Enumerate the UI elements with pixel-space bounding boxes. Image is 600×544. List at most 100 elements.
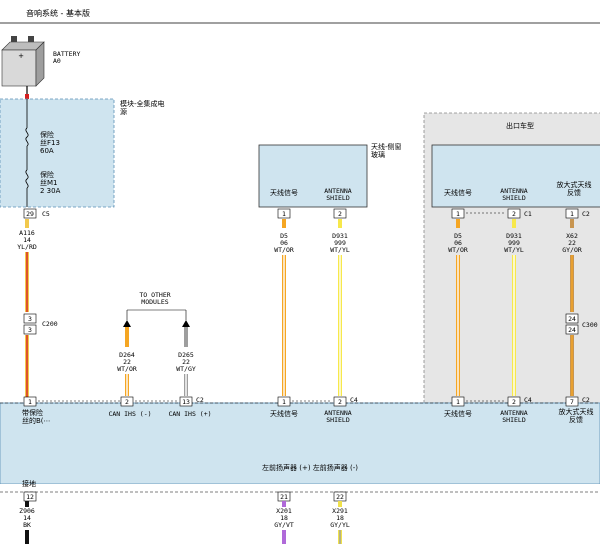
wire-a116-id: A116: [19, 229, 35, 237]
radio-antenna-signal: 天线信号: [270, 409, 298, 418]
fuse-m1-rating: 2 30A: [40, 187, 61, 195]
export-wire-d5-stripe: [457, 255, 459, 396]
wire-d931-color: WT/YL: [330, 246, 350, 254]
radio-pin-1: [23, 396, 37, 407]
pin-2: [333, 208, 347, 219]
connector-c4b-label: C4: [524, 396, 532, 404]
wire-z906-gauge: 14: [23, 514, 31, 522]
pin-24-bottom-label: 24: [568, 326, 576, 334]
pin-c200-bottom-label: 3: [28, 326, 32, 334]
wire-d265-id: D265: [178, 351, 194, 359]
radio-shield-1: ANTENNA: [324, 409, 351, 417]
wire-d5-gauge: 06: [280, 239, 288, 247]
power-module-box: [0, 98, 115, 208]
wire-x201: [282, 530, 286, 544]
power-module-name-1: 模块-全集成电: [120, 99, 165, 108]
ground-label: 接地: [22, 479, 36, 488]
radio-pin-1c-label: 1: [456, 398, 460, 406]
wire-z906-id: Z906: [19, 507, 35, 515]
export-wire-d5-id: D5: [454, 232, 462, 240]
export-wire-d5-color: WT/OR: [448, 246, 468, 254]
connector-c1-label: C1: [524, 210, 532, 218]
export-pin-1b-label: 1: [570, 210, 574, 218]
wire-x62-stripe: [571, 255, 573, 312]
export-amp-1: 放大式天线: [557, 180, 592, 189]
fuse-m1-icon: [25, 169, 29, 189]
radio-speakers: 左前扬声器 (+) 左前扬声器 (-): [262, 463, 358, 472]
power-module-name-2: 源: [120, 107, 127, 116]
wire-z906-stub: [25, 501, 29, 507]
battery-plus-sign: +: [18, 52, 24, 60]
pin-24-bottom: [565, 324, 579, 335]
wire-d931-gauge: 999: [334, 239, 346, 247]
wire-z906-color: BK: [23, 521, 31, 529]
pin-21-label: 21: [280, 493, 288, 501]
connector-c2-top-label: C2: [582, 210, 590, 218]
export-shield-2: SHIELD: [502, 194, 526, 202]
wire-d5-id: D5: [280, 232, 288, 240]
export-pin-1-label: 1: [456, 210, 460, 218]
radio-pin-1-label: 1: [28, 398, 32, 406]
wire-z906: [25, 530, 29, 544]
connector-c5-label: C5: [42, 210, 50, 218]
wire-x291-gauge: 18: [336, 514, 344, 522]
wire-d931-stripe: [339, 255, 341, 396]
wire-d264-id: D264: [119, 351, 135, 359]
pin-24-top-label: 24: [568, 315, 576, 323]
wire-x291-color: GY/YL: [330, 521, 350, 529]
pin-2-label: 2: [338, 210, 342, 218]
wire-d265-gauge: 22: [182, 358, 190, 366]
wire-d265-upper: [184, 327, 188, 347]
wire-d264-color: WT/OR: [117, 365, 137, 373]
radio-fused-b-1: 带保险: [22, 408, 43, 417]
export-wire-d5-gauge: 06: [454, 239, 462, 247]
wire-x62-color: GY/OR: [562, 246, 582, 254]
radio-pin-13: [179, 396, 193, 407]
wire-a116-stub: [25, 219, 29, 228]
battery-icon: [1, 36, 45, 87]
connector-c2-label: C2: [196, 396, 204, 404]
radio-pin-1b: [277, 396, 291, 407]
export-wire-d931-stripe: [513, 255, 515, 396]
pin-29: [23, 208, 37, 219]
wire-d5-color: WT/OR: [274, 246, 294, 254]
radio-amp-2: 反馈: [569, 415, 583, 424]
wire-d5-stub: [282, 219, 286, 228]
wire-a116-gauge: 14: [23, 236, 31, 244]
radio-pin-2: [120, 396, 134, 407]
radio-pin-2-label: 2: [125, 398, 129, 406]
battery-connector: [25, 94, 29, 99]
export-wire-d5-stub: [456, 219, 460, 228]
fuse-m1-label-2: 丝M1: [40, 178, 58, 187]
export-pin-2: [507, 208, 521, 219]
pin-c200-bottom: [23, 324, 37, 335]
export-antenna-box: [431, 144, 600, 208]
radio-antenna-signal-2: 天线信号: [444, 409, 472, 418]
battery-sub-label: A0: [53, 57, 61, 65]
pin-29-label: 29: [26, 210, 34, 218]
radio-pin-2c: [507, 396, 521, 407]
antenna-window-name-1: 天线-侧窗: [371, 142, 402, 151]
export-wire-d931-id: D931: [506, 232, 522, 240]
wire-d931-stub: [338, 219, 342, 228]
radio-pin-2b: [333, 396, 347, 407]
radio-amp-1: 放大式天线: [559, 407, 594, 416]
radio-pin-2c-label: 2: [512, 398, 516, 406]
connector-c2b-label: C2: [582, 396, 590, 404]
export-pin-1b: [565, 208, 579, 219]
radio-pin-7-label: 7: [570, 398, 574, 406]
wire-a116-color: YL/RD: [17, 243, 37, 251]
export-amp-2: 反馈: [567, 188, 581, 197]
wire-x62-lower-stripe: [571, 335, 573, 396]
fuse-m1-label-1: 保险: [40, 170, 54, 179]
arrow-up-icon: [182, 320, 190, 327]
export-signal: 天线信号: [444, 188, 472, 197]
to-other-modules-2: MODULES: [141, 298, 168, 306]
fuse-f13-icon: [25, 127, 29, 147]
pin-22-label: 22: [336, 493, 344, 501]
export-wire-d931-gauge: 999: [508, 239, 520, 247]
pin-c200-top-label: 3: [28, 315, 32, 323]
export-wire-d931-color: WT/YL: [504, 246, 524, 254]
